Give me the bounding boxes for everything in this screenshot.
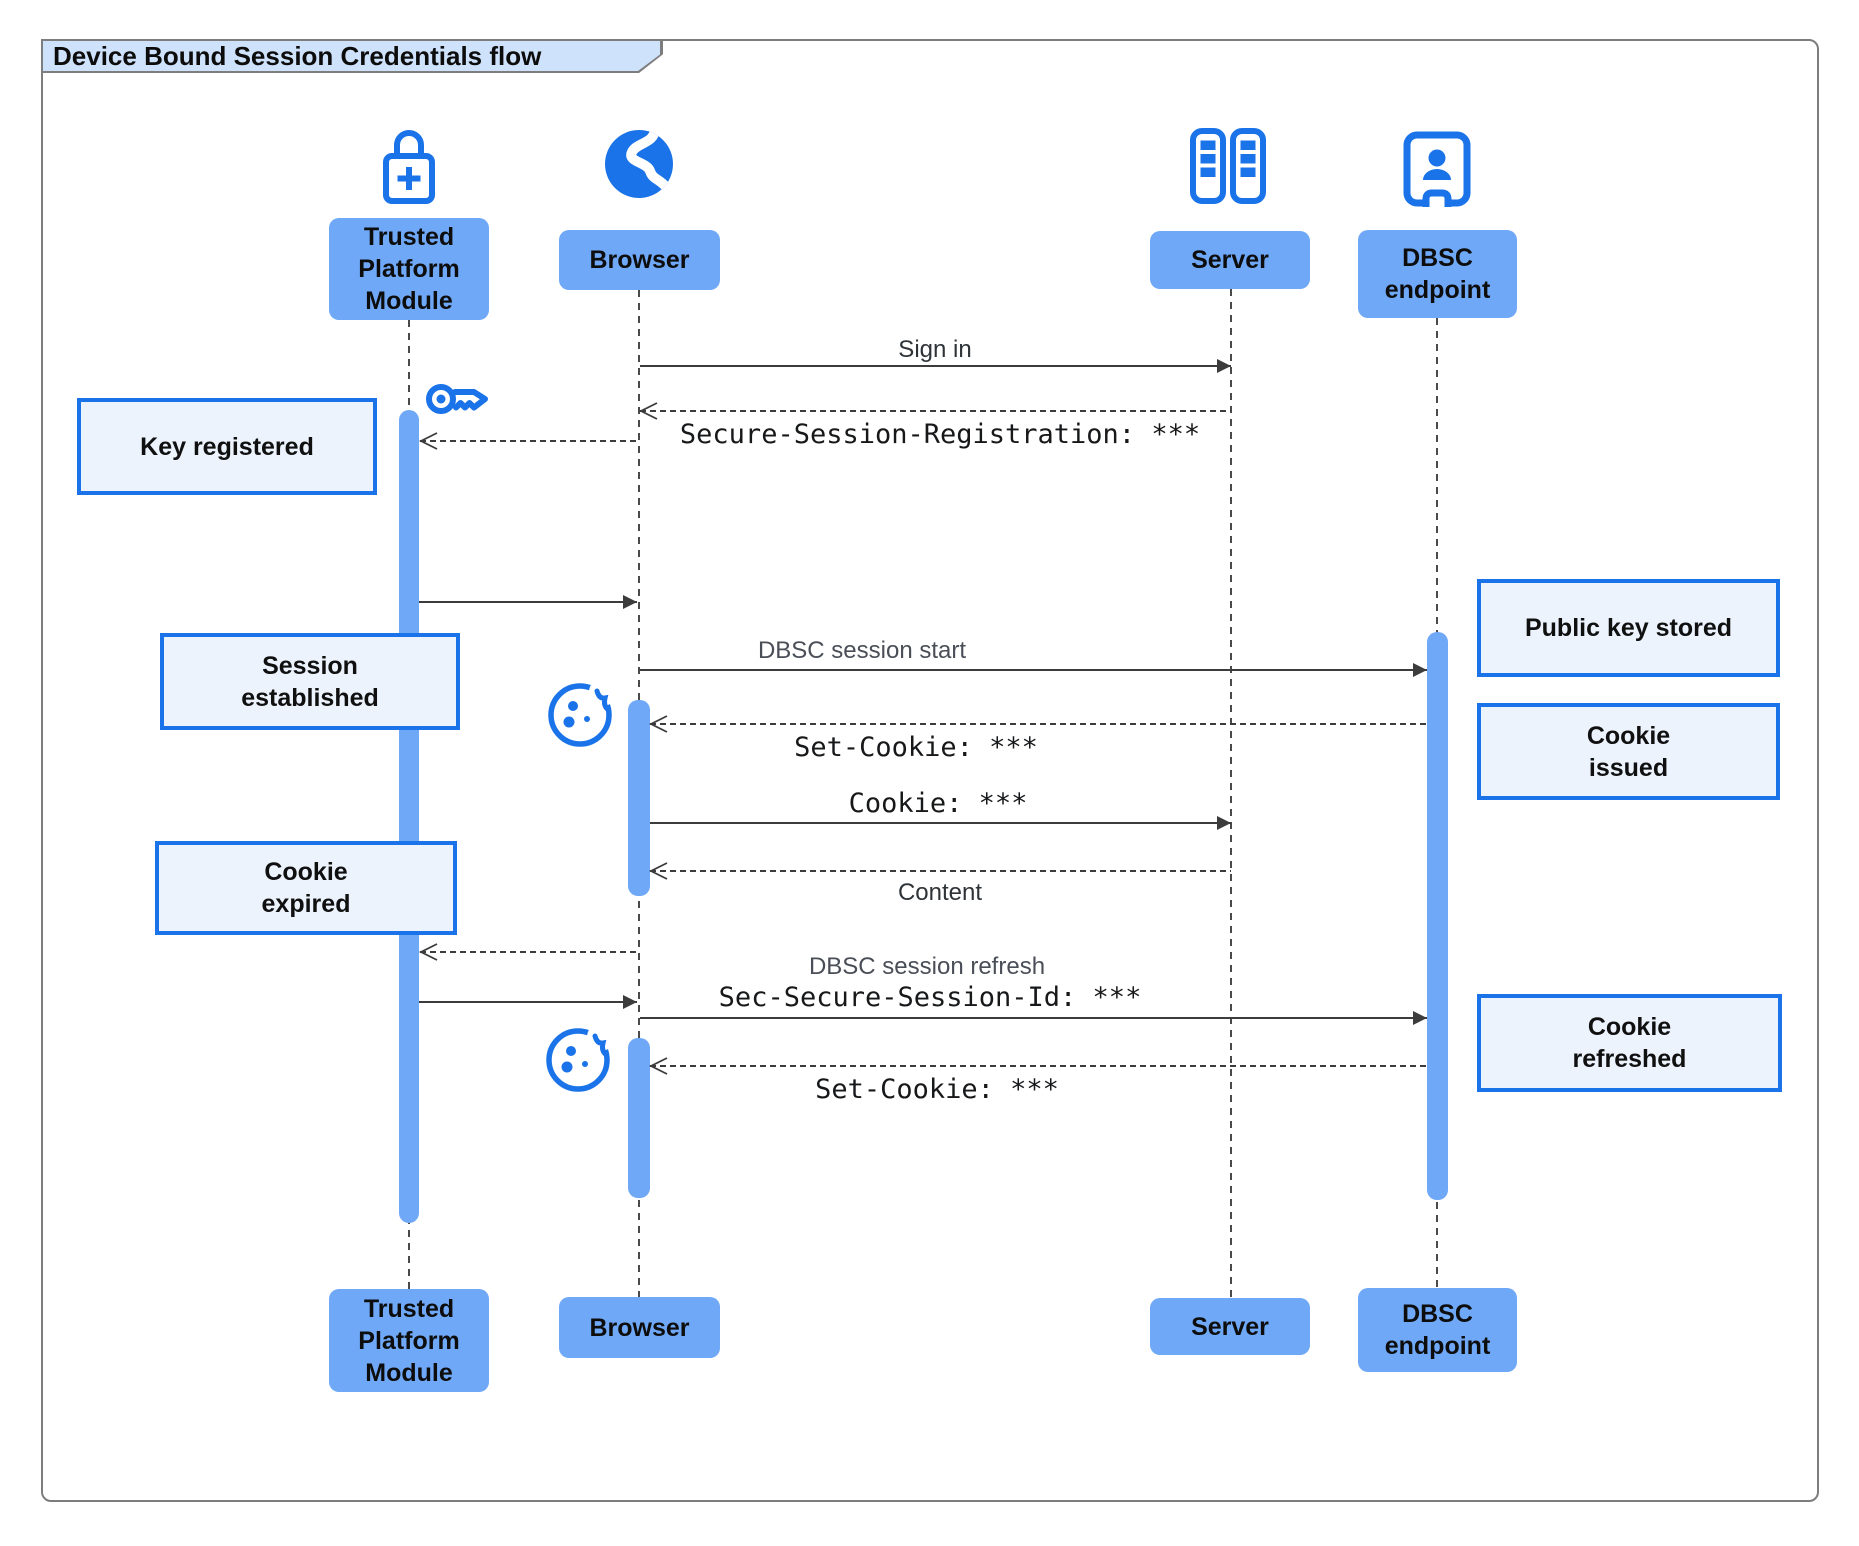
arrowhead-open-icon	[648, 862, 668, 880]
message-label: DBSC session refresh	[808, 953, 1046, 980]
participant-tpm-top: Trusted Platform Module	[329, 218, 489, 320]
message-arrow-dbsc-session-start	[640, 663, 1427, 677]
globe-icon	[605, 130, 673, 198]
participant-dbsc-bottom: DBSC endpoint	[1358, 1288, 1517, 1372]
message-arrow-secure-session-registration	[638, 402, 1231, 420]
message-label: Secure-Session-Registration: ***	[679, 419, 1201, 450]
message-label: Sec-Secure-Session-Id: ***	[718, 982, 1142, 1013]
arrowhead-open-icon	[418, 943, 438, 961]
message-arrow-key-result	[419, 595, 637, 609]
title-tab-fill: Device Bound Session Credentials flow	[43, 41, 660, 71]
note-cookie-expired: Cookie expired	[155, 841, 457, 935]
message-arrow-refresh-key	[418, 943, 639, 961]
note-session-established: Session established	[160, 633, 460, 730]
key-icon	[426, 384, 488, 414]
arrowhead-filled-icon	[623, 595, 637, 609]
page-title: Device Bound Session Credentials flow	[53, 40, 542, 71]
activation-browser-2	[628, 1038, 650, 1198]
arrowhead-filled-icon	[1217, 359, 1231, 373]
message-arrow-register-key	[418, 432, 639, 450]
arrowhead-open-icon	[638, 402, 658, 420]
server-rack-icon	[1190, 128, 1266, 204]
message-arrow-key-result-2	[419, 995, 637, 1009]
cookie-icon	[548, 681, 614, 747]
arrowhead-open-icon	[648, 715, 668, 733]
message-label: Set-Cookie: ***	[794, 732, 1038, 763]
diagram-frame	[41, 39, 1819, 1502]
note-key-registered: Key registered	[77, 398, 377, 495]
arrowhead-filled-icon	[1413, 1011, 1427, 1025]
title-tab: Device Bound Session Credentials flow	[41, 39, 663, 73]
activation-tpm	[399, 410, 419, 1223]
message-label: Set-Cookie: ***	[815, 1074, 1059, 1105]
message-arrow-content	[648, 862, 1231, 880]
participant-server-top: Server	[1150, 231, 1310, 289]
note-cookie-issued: Cookie issued	[1477, 703, 1780, 800]
participant-dbsc-top: DBSC endpoint	[1358, 230, 1517, 318]
message-label: Content	[897, 879, 983, 906]
participant-tpm-bottom: Trusted Platform Module	[329, 1289, 489, 1392]
arrowhead-open-icon	[648, 1057, 668, 1075]
cookie-icon	[546, 1026, 612, 1092]
lock-plus-icon	[383, 130, 435, 204]
message-arrow-dbsc-session-refresh	[640, 1011, 1427, 1025]
arrowhead-filled-icon	[623, 995, 637, 1009]
participant-browser-top: Browser	[559, 230, 720, 290]
message-arrow-set-cookie-1	[648, 715, 1427, 733]
arrowhead-filled-icon	[1217, 816, 1231, 830]
arrowhead-open-icon	[418, 432, 438, 450]
message-arrow-set-cookie-2	[648, 1057, 1427, 1075]
message-label: DBSC session start	[757, 637, 967, 664]
vault-person-icon	[1403, 131, 1471, 208]
message-arrow-cookie	[650, 816, 1231, 830]
message-arrow-sign-in	[640, 359, 1231, 373]
arrowhead-filled-icon	[1413, 663, 1427, 677]
participant-browser-bottom: Browser	[559, 1297, 720, 1358]
message-label: Sign in	[898, 336, 972, 363]
lifeline-server	[1230, 289, 1232, 1298]
note-cookie-refreshed: Cookie refreshed	[1477, 994, 1782, 1092]
activation-dbsc	[1427, 632, 1448, 1200]
note-public-key-stored: Public key stored	[1477, 579, 1780, 677]
activation-browser-1	[628, 700, 650, 896]
participant-server-bottom: Server	[1150, 1298, 1310, 1355]
message-label: Cookie: ***	[848, 788, 1028, 819]
